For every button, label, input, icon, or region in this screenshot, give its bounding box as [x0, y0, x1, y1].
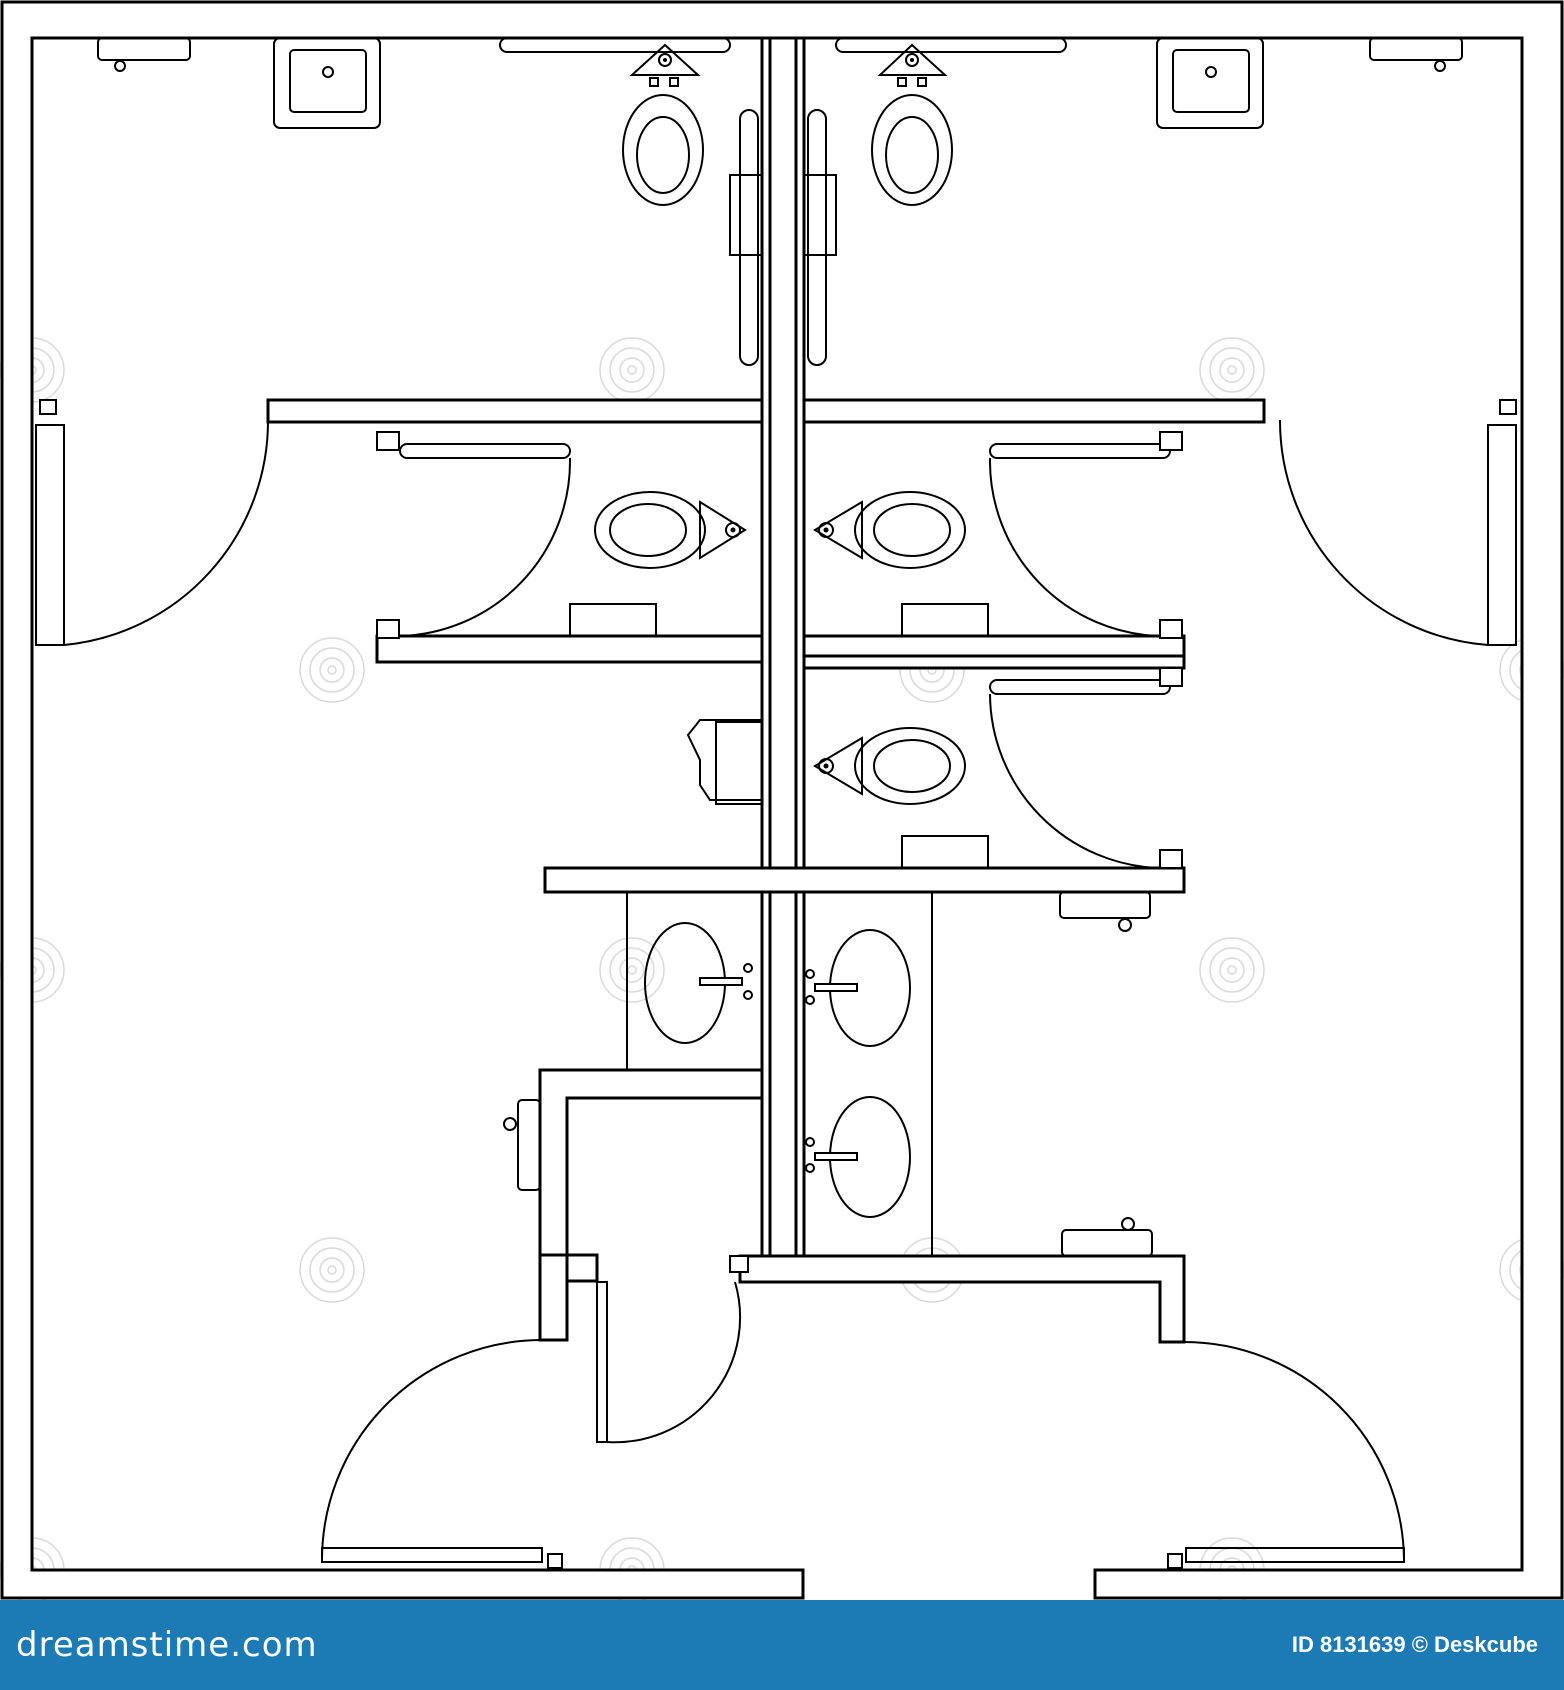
lower-right-wall [738, 1254, 1186, 1344]
wall-sink-top-right [1156, 37, 1264, 129]
vanities [626, 891, 933, 1257]
door-stall-right-2 [989, 667, 1183, 869]
vanity-counter-right [803, 891, 933, 1257]
door-right-upper [1278, 399, 1517, 646]
hand-dryer-bottom [1061, 1217, 1153, 1257]
hand-dryer-left [503, 1099, 541, 1191]
stall-divider-right-2 [802, 654, 1186, 670]
spiral-logo-icon [299, 1237, 365, 1303]
door-closet [596, 1255, 749, 1444]
wall-fixtures [97, 37, 1463, 1257]
wall-sink-top-left [273, 37, 381, 129]
dispenser-top-right [1369, 37, 1463, 72]
urinal [686, 719, 763, 805]
grab-bar-stall-right [989, 443, 1171, 459]
footer-bar: dreamstime.com ID 8131639 © Deskcube [0, 1600, 1564, 1690]
doors [35, 399, 1517, 1569]
image-credit: ID 8131639 © Deskcube [1292, 1632, 1538, 1658]
exterior-walls [0, 0, 1564, 1600]
watermark-layer [0, 337, 1564, 1600]
spiral-logo-icon [599, 937, 665, 1003]
brand-logo[interactable]: dreamstime.com [16, 1625, 318, 1665]
door-bottom-left [321, 1339, 563, 1569]
paper-holder-left [729, 174, 763, 256]
closet-jamb-2 [565, 1253, 599, 1283]
janitor-closet-wall [538, 1068, 764, 1262]
interior-walls [266, 36, 1266, 1344]
dispenser-top-left [97, 37, 191, 72]
door-left-upper [35, 399, 270, 646]
toilet-top-right [871, 43, 953, 206]
sink-left [644, 922, 753, 1044]
door-bottom-right [1167, 1341, 1405, 1569]
toilets [594, 43, 966, 805]
spiral-logo-icon [1199, 337, 1265, 403]
restroom-floor-plan [0, 0, 1564, 1600]
sinks [644, 922, 911, 1218]
door-stall-left [376, 431, 572, 639]
lower-partition [543, 866, 1186, 894]
toilet-top-left [622, 43, 704, 206]
upper-partition-right [802, 398, 1266, 424]
spiral-logo-icon [299, 637, 365, 703]
spiral-logo-icon [599, 337, 665, 403]
sink-right-2 [805, 1096, 911, 1218]
grab-bar-side-right [807, 109, 827, 366]
exterior-wall [0, 0, 1564, 1600]
door-stall-right [988, 431, 1183, 639]
paper-holder-right [803, 174, 837, 256]
stall-shelf-left [569, 603, 657, 637]
grab-bar-stall-right-2 [989, 679, 1171, 695]
vanity-counter-left [626, 891, 763, 1071]
stall-shelf-right-2 [901, 835, 989, 869]
hand-dryer-right [1059, 891, 1151, 932]
grab-bar-top-right [835, 37, 1067, 53]
stall-shelf-right [901, 603, 989, 637]
sink-right-1 [805, 929, 911, 1047]
closet-jamb [538, 1253, 569, 1342]
grab-bar-top-left [499, 37, 731, 53]
grab-bar-stall-left [399, 443, 571, 459]
stall-divider-left [375, 634, 764, 664]
grab-bar-side-left [739, 109, 759, 366]
toilet-stall-right-2 [813, 727, 966, 805]
grab-bars [399, 37, 1171, 695]
upper-partition-left [266, 398, 764, 424]
toilet-stall-right-1 [813, 491, 966, 569]
image-id: ID 8131639 [1291, 1632, 1406, 1657]
spiral-logo-icon [1199, 937, 1265, 1003]
author-credit: © Deskcube [1411, 1632, 1538, 1657]
toilet-stall-left [594, 491, 747, 569]
